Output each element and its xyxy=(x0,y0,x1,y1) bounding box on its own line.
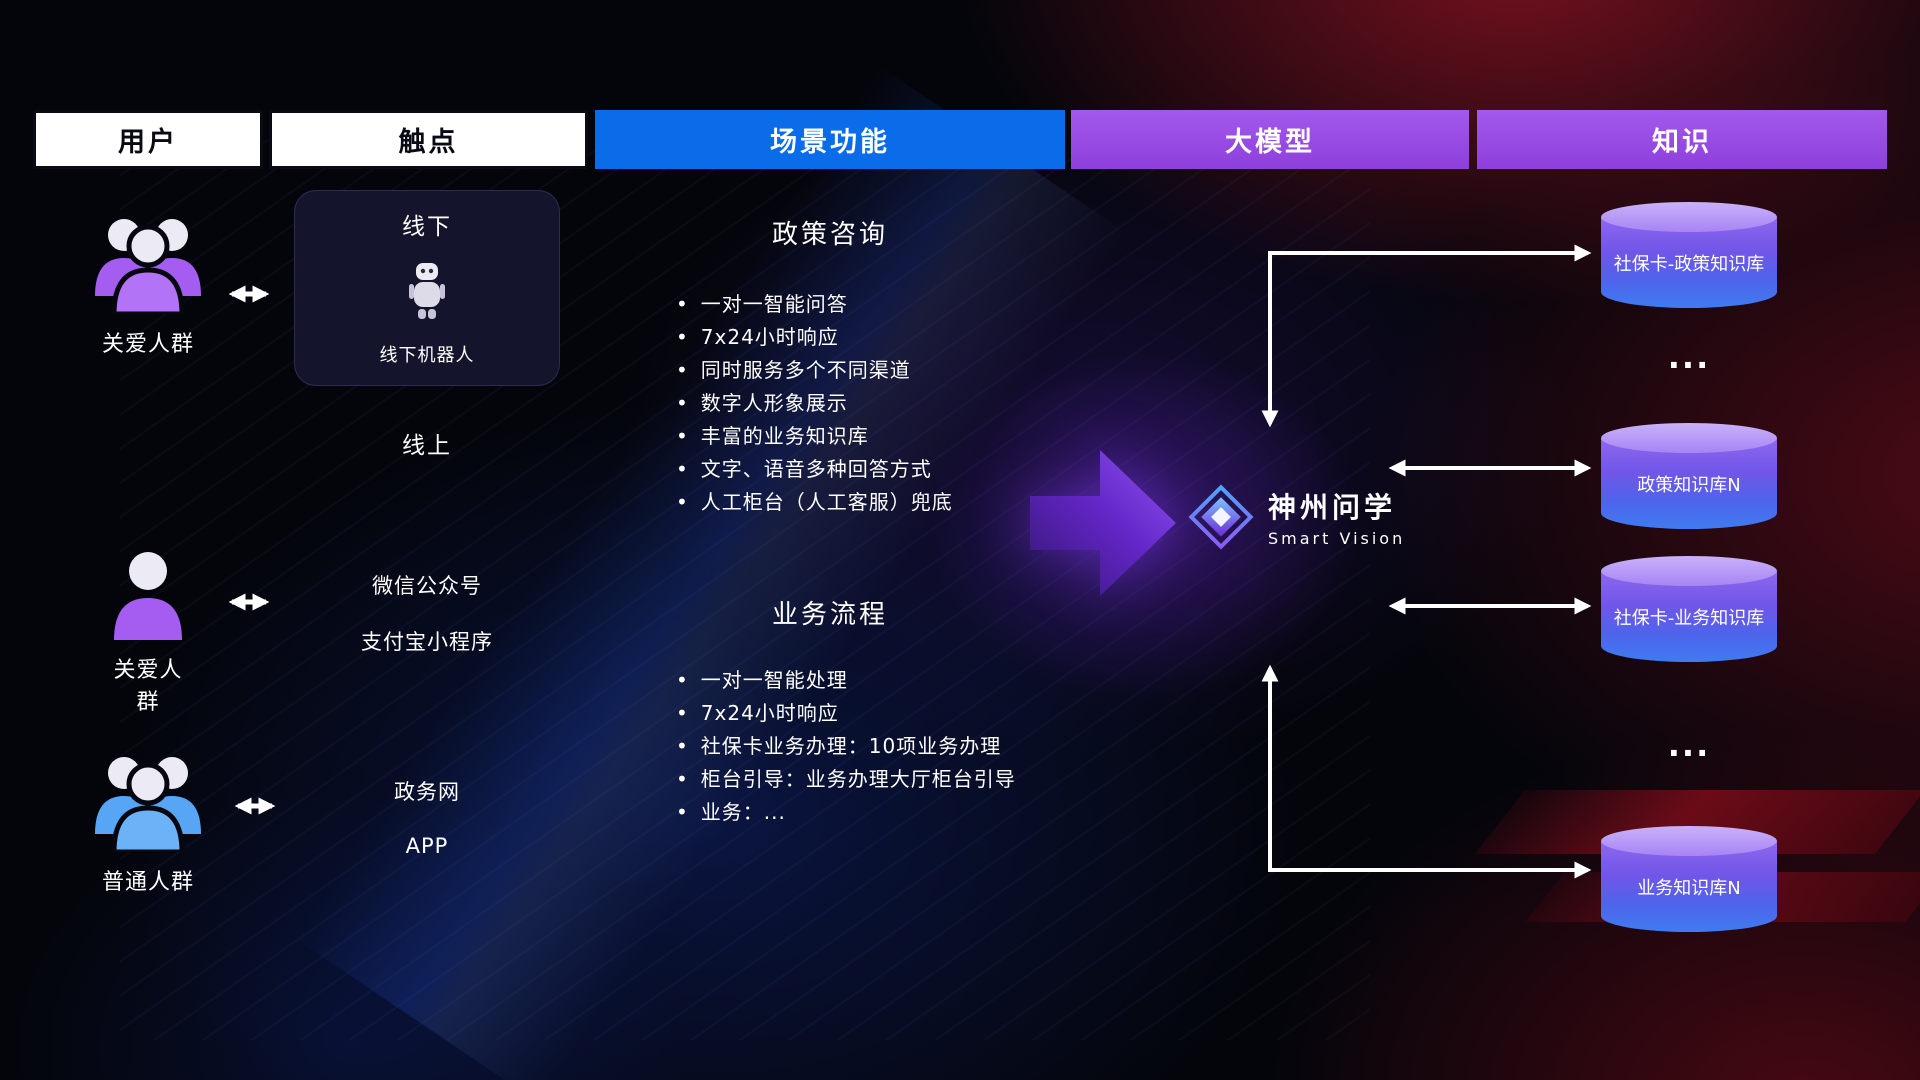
bullet-dot: • xyxy=(676,457,689,481)
policy-item-text: 数字人形象展示 xyxy=(700,391,848,415)
business-item-5: • 业务：... xyxy=(676,796,1016,829)
business-item-text: 一对一智能处理 xyxy=(700,668,848,692)
users-group-icon xyxy=(95,219,201,317)
business-item-3: • 社保卡业务办理：10项业务办理 xyxy=(676,730,1016,763)
channel-wechat-official-account: 微信公众号 xyxy=(372,574,482,598)
user-icon xyxy=(114,552,182,640)
logo-subtitle: Smart Vision xyxy=(1268,529,1406,548)
database-icon xyxy=(1601,826,1777,856)
bullet-dot: • xyxy=(676,292,689,316)
bullet-dot: • xyxy=(676,668,689,692)
business-item-2: • 7x24小时响应 xyxy=(676,697,1016,730)
policy-item-5: • 丰富的业务知识库 xyxy=(676,420,953,453)
knowledge-base-label: 社保卡-政策知识库 xyxy=(1613,253,1765,275)
logo-name: 神州问学 xyxy=(1268,491,1397,524)
knowledge-base-policy-ssc: 社保卡-政策知识库 xyxy=(1601,202,1777,308)
user-group-label: 关爱人群 xyxy=(113,658,183,715)
knowledge-base-label: 业务知识库N xyxy=(1637,877,1741,899)
business-item-text: 柜台引导：业务办理大厅柜台引导 xyxy=(700,767,1016,791)
bullet-dot: • xyxy=(676,767,689,791)
policy-item-text: 同时服务多个不同渠道 xyxy=(700,358,911,382)
logo-text-block: 神州问学 Smart Vision xyxy=(1268,486,1405,548)
bullet-dot: • xyxy=(676,325,689,349)
knowledge-ellipsis: ... xyxy=(1667,726,1711,764)
knowledge-base-business-n: 业务知识库N xyxy=(1601,826,1777,932)
knowledge-base-business-ssc: 社保卡-业务知识库 xyxy=(1601,556,1777,662)
robot-icon xyxy=(409,263,445,319)
policy-item-6: • 文字、语音多种回答方式 xyxy=(676,453,953,486)
database-icon xyxy=(1601,556,1777,586)
policy-consult-title: 政策咨询 xyxy=(771,220,888,250)
user-group-label: 普通人群 xyxy=(101,870,194,895)
bullet-dot: • xyxy=(676,424,689,448)
bullet-dot: • xyxy=(676,358,689,382)
business-item-1: • 一对一智能处理 xyxy=(676,664,1016,697)
large-model-logo: 神州问学 Smart Vision xyxy=(1188,484,1405,550)
column-header-knowledge: 知识 xyxy=(1477,110,1887,169)
policy-item-text: 文字、语音多种回答方式 xyxy=(700,457,932,481)
bullet-dot: • xyxy=(676,490,689,514)
offline-title: 线下 xyxy=(402,214,452,240)
policy-item-text: 一对一智能问答 xyxy=(700,292,848,316)
users-group-icon xyxy=(95,757,201,855)
database-icon xyxy=(1601,423,1777,453)
column-header-scenario-functions: 场景功能 xyxy=(595,110,1065,169)
knowledge-base-label: 政策知识库N xyxy=(1637,474,1741,496)
policy-item-4: • 数字人形象展示 xyxy=(676,387,953,420)
user-group-general: 普通人群 xyxy=(86,748,210,896)
offline-robot-label: 线下机器人 xyxy=(379,345,475,366)
policy-feature-list: •一对一智能问答 •7x24小时响应 •同时服务多个不同渠道 •数字人形象展示 … xyxy=(676,288,953,519)
column-header-large-model: 大模型 xyxy=(1071,110,1469,169)
business-process-title: 业务流程 xyxy=(771,600,888,630)
business-item-text: 社保卡业务办理：10项业务办理 xyxy=(700,734,1002,758)
policy-item-7: • 人工柜台（人工客服）兜底 xyxy=(676,486,953,519)
channel-app: APP xyxy=(405,834,449,858)
policy-item-2: • 7x24小时响应 xyxy=(676,321,953,354)
user-group-label: 关爱人群 xyxy=(101,332,194,357)
policy-item-text: 人工柜台（人工客服）兜底 xyxy=(700,490,953,514)
channel-government-web: 政务网 xyxy=(394,780,460,804)
user-group-care-2: 关爱人群 xyxy=(109,548,187,716)
bullet-dot: • xyxy=(676,391,689,415)
knowledge-base-policy-n: 政策知识库N xyxy=(1601,423,1777,529)
offline-touchpoint-card: 线下 线下机器人 xyxy=(294,190,560,386)
channel-alipay-mini-program: 支付宝小程序 xyxy=(361,630,493,654)
column-header-touchpoints: 触点 xyxy=(269,110,588,169)
knowledge-ellipsis: ... xyxy=(1667,338,1711,376)
business-item-text: 7x24小时响应 xyxy=(700,701,839,725)
user-group-care-1: 关爱人群 xyxy=(86,210,210,358)
knowledge-base-label: 社保卡-业务知识库 xyxy=(1613,607,1765,629)
business-feature-list: • 一对一智能处理 • 7x24小时响应 • 社保卡业务办理：10项业务办理 • 柜台引… xyxy=(676,664,1016,829)
diamond-logo-icon xyxy=(1188,484,1254,550)
business-item-4: • 柜台引导：业务办理大厅柜台引导 xyxy=(676,763,1016,796)
big-flow-arrow-icon xyxy=(1028,428,1178,622)
database-icon xyxy=(1601,202,1777,232)
bullet-dot: • xyxy=(676,734,689,758)
business-item-text: 业务：... xyxy=(700,800,786,824)
column-header-users: 用户 xyxy=(33,110,263,169)
policy-item-text: 丰富的业务知识库 xyxy=(700,424,869,448)
policy-item-text: 7x24小时响应 xyxy=(700,325,839,349)
bullet-dot: • xyxy=(676,701,689,725)
bullet-dot: • xyxy=(676,800,689,824)
policy-item-1: • 一对一智能问答 xyxy=(676,288,953,321)
policy-item-3: • 同时服务多个不同渠道 xyxy=(676,354,953,387)
online-title: 线上 xyxy=(402,433,452,459)
